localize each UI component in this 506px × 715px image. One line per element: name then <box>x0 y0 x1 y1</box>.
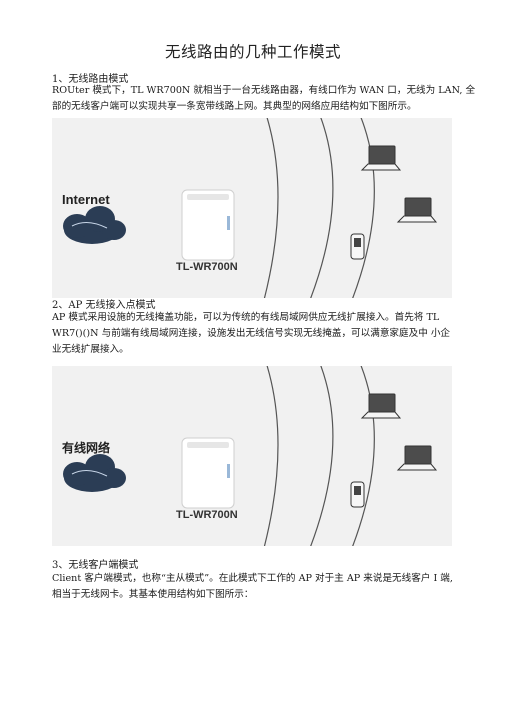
phone-icon <box>350 481 365 508</box>
laptop-icon <box>396 445 438 471</box>
laptop-icon <box>360 145 402 171</box>
paragraph-line: 业无线扩展接入。 <box>52 344 129 355</box>
device-label: TL-WR700N <box>176 261 238 273</box>
cloud-label: 有线网络 <box>62 440 110 455</box>
phone-icon <box>350 233 365 260</box>
section-heading-1: 1、无线路由模式 <box>52 74 129 85</box>
page-title: 无线路由的几种工作模式 <box>164 43 341 61</box>
figure-ap-mode: 有线网络 TL-WR700N <box>52 366 452 546</box>
figure-router-mode: Internet TL-WR700N <box>52 118 452 298</box>
section-paragraph-2: AP 模式采用设施的无线掩盖功能，可以为传统的有线局域网供应无线扩展接入。首先将… <box>52 310 458 358</box>
cloud-icon <box>63 454 126 492</box>
paragraph-line: AP 模式采用设施的无线掩盖功能，可以为传统的有线局域网供应无线扩展接入。首先将… <box>52 312 440 323</box>
device-label: TL-WR700N <box>176 509 238 521</box>
router-icon <box>181 437 235 509</box>
paragraph-line: 部的无线客户端可以实现共享一条宽带线路上网。其典型的网络应用结构如下图所示。 <box>52 101 417 112</box>
paragraph-line: Client 客户端模式，也称“主从模式”。在此模式下工作的 AP 对于主 AP… <box>52 573 453 584</box>
laptop-icon <box>360 393 402 419</box>
section-paragraph-3: Client 客户端模式，也称“主从模式”。在此模式下工作的 AP 对于主 AP… <box>52 571 458 603</box>
section-heading-3: 3、无线客户端模式 <box>52 560 139 571</box>
cloud-icon <box>63 206 126 244</box>
paragraph-line: ROUter 模式下，TL WR700N 就相当于一台无线路由器，有线口作为 W… <box>52 85 476 96</box>
cloud-label: Internet <box>62 192 110 207</box>
section-paragraph-1: ROUter 模式下，TL WR700N 就相当于一台无线路由器，有线口作为 W… <box>52 83 476 115</box>
section-heading-2: 2、AP 无线接入点模式 <box>52 300 156 311</box>
paragraph-line: 相当于无线网卡。其基本使用结构如下图所示： <box>52 589 254 600</box>
router-icon <box>181 189 235 261</box>
laptop-icon <box>396 197 438 223</box>
paragraph-line: WR7()()N 与前端有线局域网连接，设施发出无线信号实现无线掩盖，可以满意家… <box>52 328 451 339</box>
